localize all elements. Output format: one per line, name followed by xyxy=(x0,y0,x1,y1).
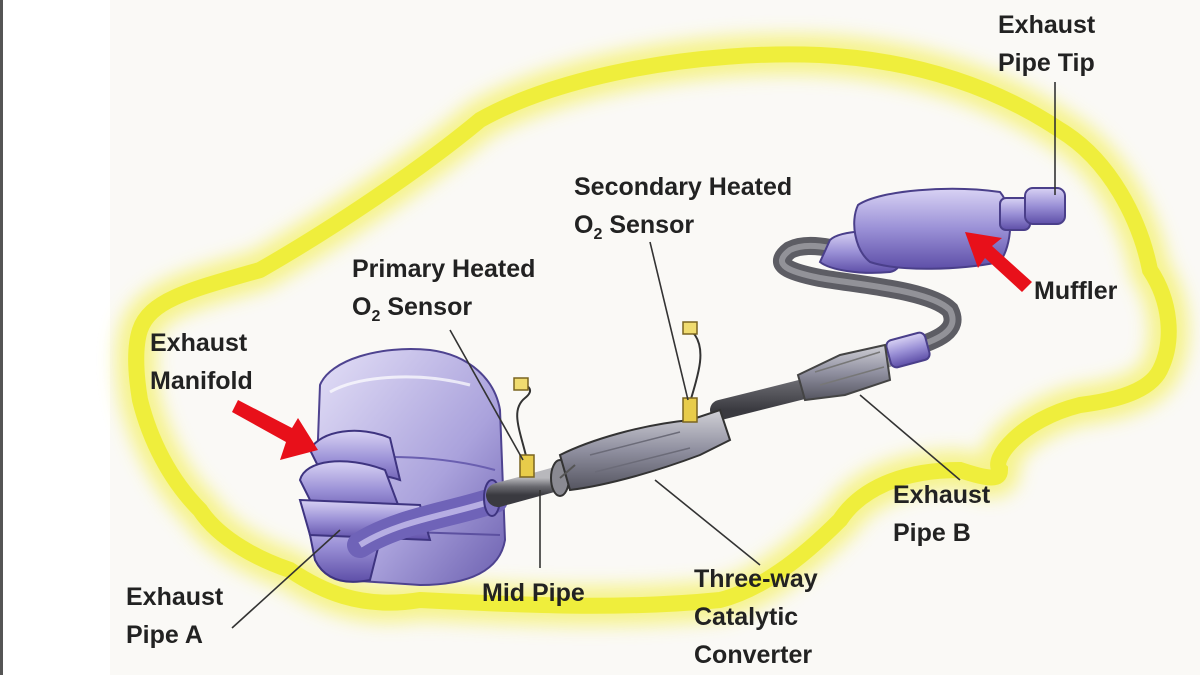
car-outline xyxy=(116,34,1189,626)
catalytic-converter xyxy=(558,408,732,492)
label-line: Catalytic xyxy=(694,603,799,631)
leader-exhaust-pipe-a xyxy=(231,529,341,629)
label-line: Exhaust xyxy=(893,481,991,509)
muffler xyxy=(818,187,1066,274)
exhaust-manifold xyxy=(298,429,432,583)
leader-exhaust-pipe-b xyxy=(859,394,961,481)
leader-lines xyxy=(231,82,1056,629)
leader-primary-sensor xyxy=(449,329,524,461)
label-line: Pipe B xyxy=(893,519,971,547)
label-line: Muffler xyxy=(1034,277,1118,305)
label-line: Manifold xyxy=(150,367,253,395)
manifold-arrow xyxy=(232,400,318,460)
primary-o2-sensor xyxy=(513,377,535,478)
label-line-o2: O2 Sensor xyxy=(352,288,535,336)
label-mid-pipe: Mid Pipe xyxy=(482,574,585,612)
secondary-o2-sensor xyxy=(682,321,702,423)
o2-letter: O xyxy=(574,211,594,239)
label-line: Exhaust xyxy=(150,329,248,357)
left-edge-border xyxy=(0,0,3,675)
o2-letter: O xyxy=(352,293,372,321)
label-primary-sensor: Primary Heated O2 Sensor xyxy=(352,250,535,336)
label-exhaust-pipe-a: Exhaust Pipe A xyxy=(126,578,223,654)
label-line: Pipe A xyxy=(126,621,203,649)
label-exhaust-pipe-b: Exhaust Pipe B xyxy=(893,476,990,552)
muffler-arrow xyxy=(965,232,1032,292)
label-line: Pipe Tip xyxy=(998,49,1095,77)
label-secondary-sensor: Secondary Heated O2 Sensor xyxy=(574,168,792,254)
label-line: Converter xyxy=(694,641,813,669)
label-line: Three-way xyxy=(694,565,818,593)
label-line: Exhaust xyxy=(126,583,224,611)
leader-secondary-sensor xyxy=(649,241,689,401)
label-line: Primary Heated xyxy=(352,255,536,283)
sensor-word: Sensor xyxy=(609,211,695,239)
label-muffler: Muffler xyxy=(1034,272,1117,310)
label-exhaust-manifold: Exhaust Manifold xyxy=(150,324,253,400)
pre-muffler-converter xyxy=(796,343,892,402)
label-line: Secondary Heated xyxy=(574,173,793,201)
left-margin xyxy=(0,0,110,675)
leader-three-way-converter xyxy=(654,479,761,566)
label-exhaust-pipe-tip: Exhaust Pipe Tip xyxy=(998,6,1095,82)
label-line: Mid Pipe xyxy=(482,579,585,607)
label-line: Exhaust xyxy=(998,11,1096,39)
o2-subscript: 2 xyxy=(371,308,381,325)
sensor-word: Sensor xyxy=(387,293,473,321)
o2-subscript: 2 xyxy=(593,226,603,243)
label-three-way-converter: Three-way Catalytic Converter xyxy=(694,560,818,674)
label-line-o2: O2 Sensor xyxy=(574,206,792,254)
